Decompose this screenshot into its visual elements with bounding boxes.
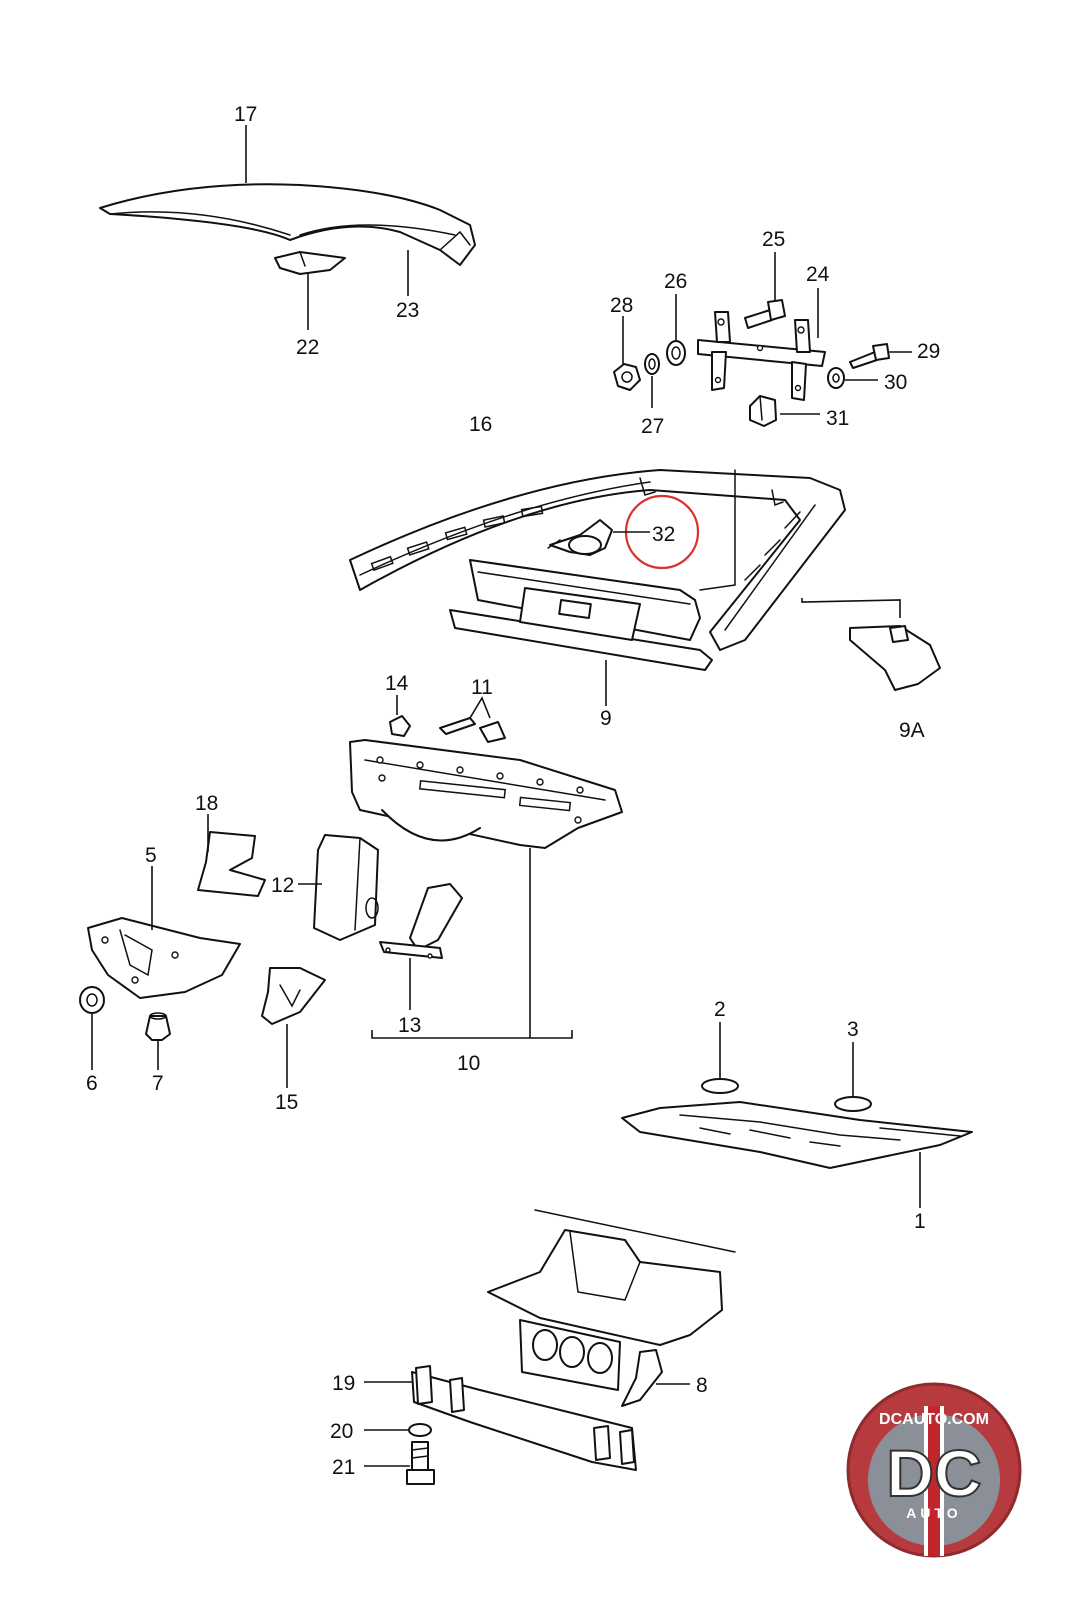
- part-26-lock-washer: [666, 340, 686, 366]
- part-7-plug: [145, 1012, 171, 1041]
- callout-24: 24: [806, 263, 830, 286]
- part-22-bracket: [274, 251, 346, 275]
- callout-9a: 9A: [899, 719, 925, 742]
- part-14-grommet: [389, 715, 411, 737]
- callout-5: 5: [145, 844, 157, 867]
- callout-8: 8: [696, 1374, 708, 1397]
- callout-17: 17: [234, 103, 257, 126]
- part-20-washer: [408, 1423, 432, 1437]
- part-1-floor-panel: [621, 1101, 973, 1169]
- part-6-grommet: [79, 986, 105, 1014]
- part-9-cross-member: [449, 559, 713, 671]
- part-31-rubber-buffer: [749, 395, 777, 427]
- part-18-bracket: [197, 831, 266, 897]
- part-12-bracket: [313, 834, 379, 941]
- part-27-washer: [644, 353, 660, 375]
- callout-6: 6: [86, 1072, 98, 1095]
- callout-27: 27: [641, 415, 664, 438]
- callout-19: 19: [332, 1372, 355, 1395]
- callout-22: 22: [296, 336, 319, 359]
- callout-11: 11: [471, 676, 493, 699]
- callout-29: 29: [917, 340, 940, 363]
- callout-32: 32: [652, 523, 675, 546]
- callout-23: 23: [396, 299, 419, 322]
- part-5-wheel-housing: [87, 917, 241, 999]
- part-17-roof-panel: [99, 183, 476, 266]
- logo-monogram: DC: [886, 1436, 981, 1510]
- callout-25: 25: [762, 228, 785, 251]
- part-10-firewall: [349, 739, 623, 849]
- part-30-washer: [827, 367, 845, 389]
- part-9a-corner-bracket: [849, 625, 941, 691]
- callout-13: 13: [398, 1014, 421, 1037]
- callout-10: 10: [457, 1052, 480, 1075]
- part-28-nut: [613, 363, 641, 391]
- part-21-bolt: [406, 1441, 435, 1485]
- callout-21: 21: [332, 1456, 355, 1479]
- part-11-clips: [439, 717, 506, 743]
- callout-2: 2: [714, 998, 726, 1021]
- logo-site-text: DCAUTO.COM: [879, 1411, 989, 1428]
- part-15-bracket: [261, 967, 326, 1025]
- callout-20: 20: [330, 1420, 353, 1443]
- part-25-bolt: [744, 299, 786, 329]
- callout-16: 16: [469, 413, 492, 436]
- part-32-catch: [547, 519, 613, 556]
- callout-9: 9: [600, 707, 612, 730]
- part-16-roof-frame: [349, 469, 846, 651]
- part-29-screw: [849, 343, 890, 369]
- dcauto-logo: DCAUTO.COM DC AUTO: [846, 1382, 1022, 1558]
- part-3-plug: [834, 1096, 872, 1112]
- callout-28: 28: [610, 294, 633, 317]
- callout-1: 1: [914, 1210, 926, 1233]
- callout-30: 30: [884, 371, 907, 394]
- callout-31: 31: [826, 407, 849, 430]
- callout-18: 18: [195, 792, 218, 815]
- part-13-support: [379, 883, 463, 959]
- part-tunnel-section: [487, 1209, 736, 1391]
- part-8-bracket: [621, 1349, 663, 1407]
- callout-7: 7: [152, 1072, 164, 1095]
- part-2-plug: [701, 1078, 739, 1094]
- callout-26: 26: [664, 270, 687, 293]
- part-19-crossmember: [411, 1365, 637, 1471]
- callout-3: 3: [847, 1018, 859, 1041]
- callout-12: 12: [271, 874, 294, 897]
- logo-word: AUTO: [906, 1505, 961, 1521]
- part-24-hinge-plate: [697, 311, 826, 401]
- callout-15: 15: [275, 1091, 298, 1114]
- callout-14: 14: [385, 672, 409, 695]
